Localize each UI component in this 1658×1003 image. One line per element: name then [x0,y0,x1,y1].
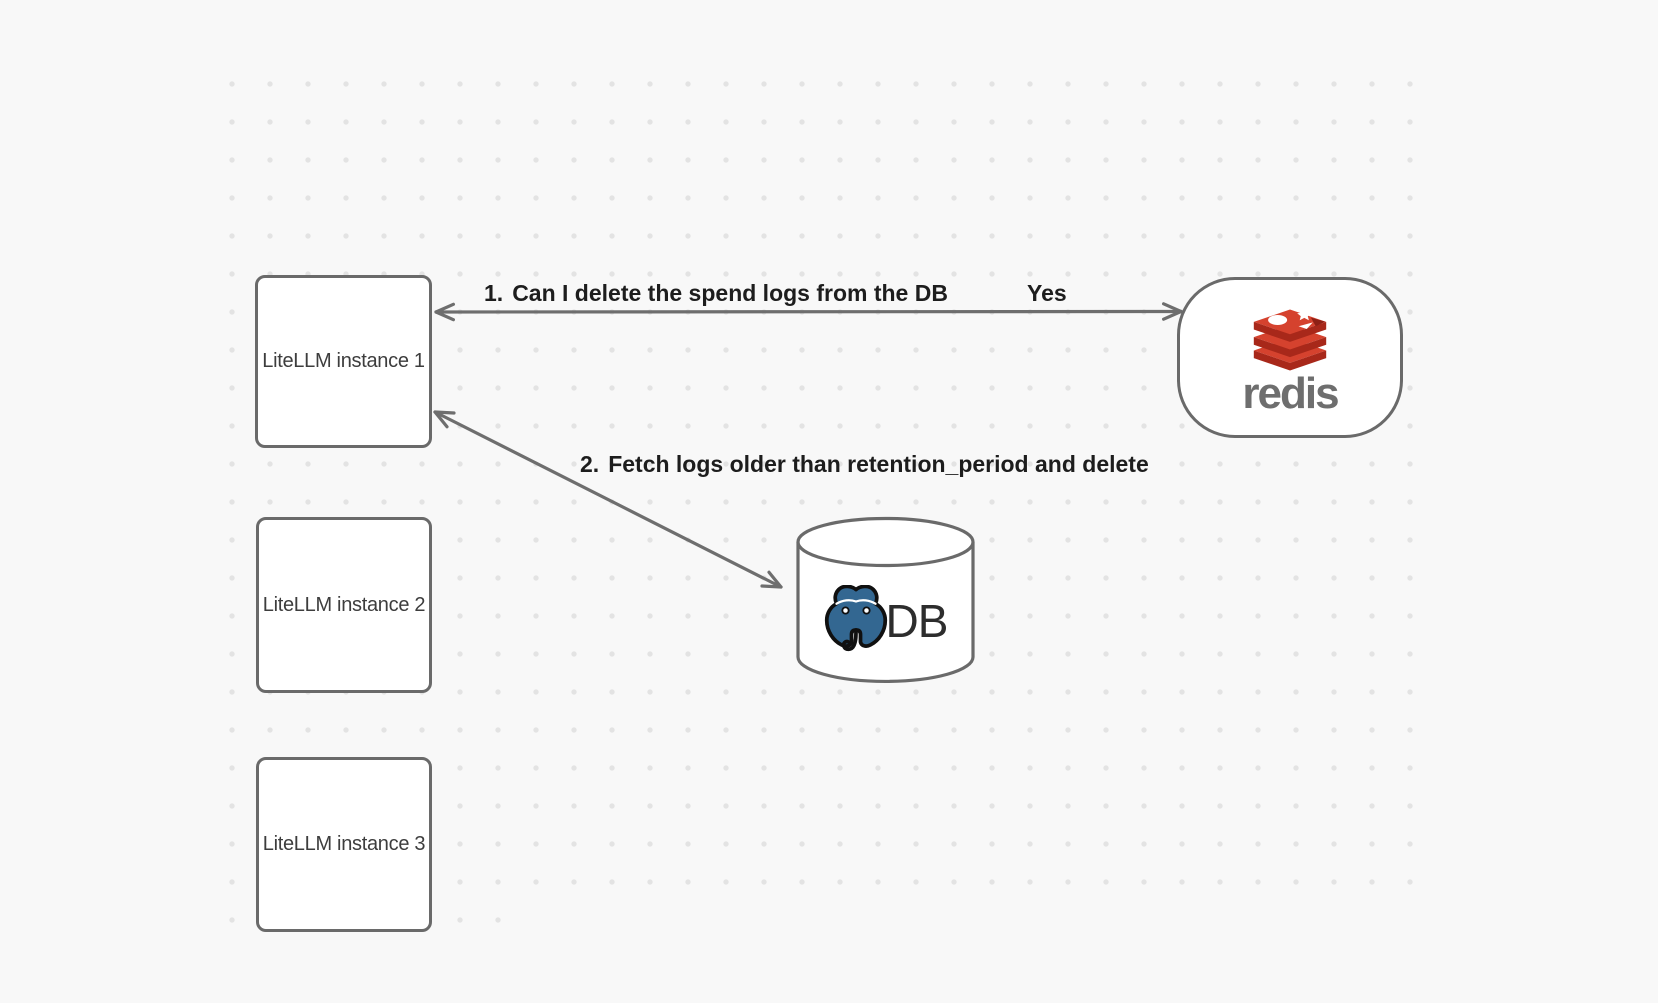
edge1-response: Yes [1027,280,1067,308]
edge1-text: Can I delete the spend logs from the DB [512,280,948,306]
node-litellm-instance-3: LiteLLM instance 3 [256,757,432,932]
edge2-label: 2. Fetch logs older than retention_perio… [580,451,1149,479]
node-litellm-instance-1: LiteLLM instance 1 [255,275,432,448]
postgresql-elephant-icon [824,585,887,652]
db-label: DB [885,595,949,647]
edge1-number: 1. [484,280,504,306]
redis-stack-icon [1253,308,1327,371]
node-litellm-instance-3-label: LiteLLM instance 3 [262,833,426,855]
edge1-label: 1. Can I delete the spend logs from the … [484,280,948,308]
node-litellm-instance-2-label: LiteLLM instance 2 [262,593,426,616]
edge2-number: 2. [580,451,600,477]
node-db-content: DB [806,575,964,667]
node-redis: redis [1177,277,1403,438]
redis-wordmark: redis [1242,368,1339,418]
node-litellm-instance-2: LiteLLM instance 2 [256,517,432,693]
edge1-response-text: Yes [1027,280,1067,306]
node-litellm-instance-1-label: LiteLLM instance 1 [262,350,425,372]
edge2-text: Fetch logs older than retention_period a… [608,451,1149,477]
